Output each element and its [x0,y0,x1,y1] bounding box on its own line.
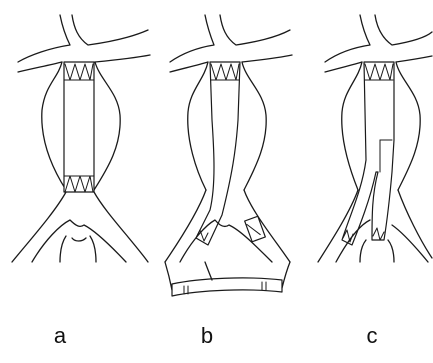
panel-c-diagram [318,15,432,262]
panel-label-a: a [54,323,66,349]
panel-a-diagram [12,15,150,262]
panel-label-b: b [201,323,213,349]
panel-label-c: c [367,323,378,349]
panel-b-diagram [165,15,292,296]
